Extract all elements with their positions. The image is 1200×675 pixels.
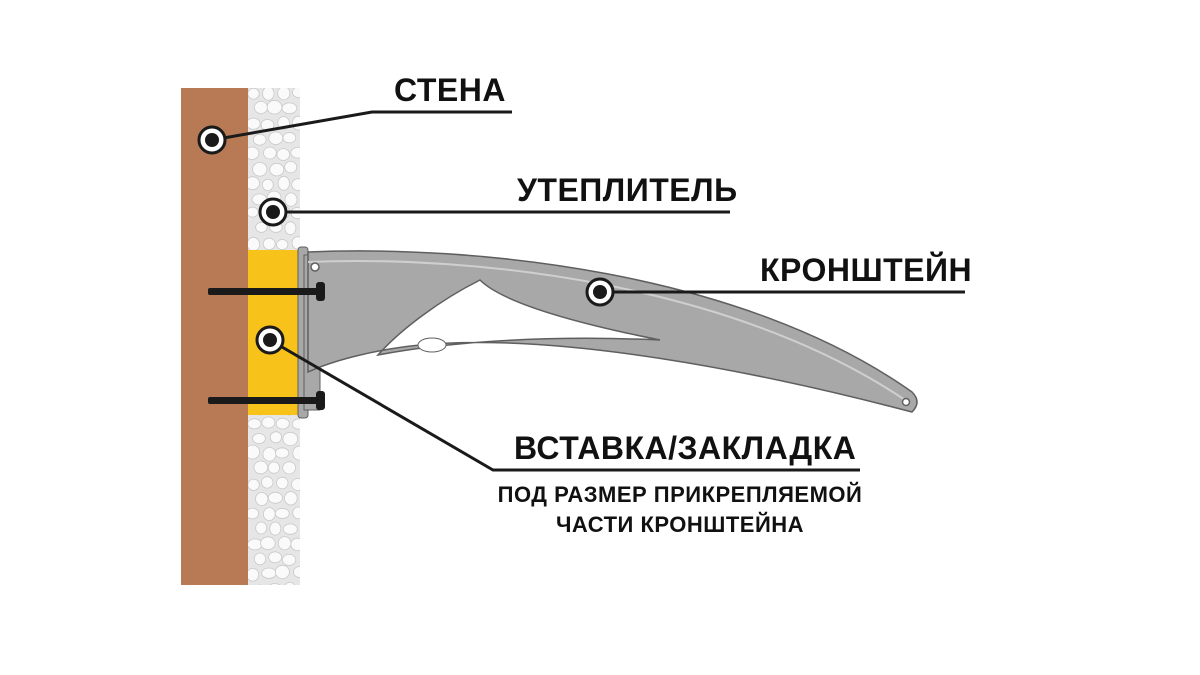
label-insert-note: ПОД РАЗМЕР ПРИКРЕПЛЯЕМОЙ ЧАСТИ КРОНШТЕЙН… xyxy=(490,480,870,540)
insulation-pebble xyxy=(281,102,298,115)
insulation-pebble xyxy=(248,206,259,218)
insulation-pebble xyxy=(269,583,281,585)
insulation-pebble xyxy=(261,416,276,429)
insulation-pebble xyxy=(261,567,277,579)
insulation-pebble xyxy=(261,178,274,191)
insulation-pebble xyxy=(267,491,283,504)
insulation-pebble xyxy=(248,418,262,430)
callout-wall xyxy=(197,110,512,155)
insulation-pebble xyxy=(284,192,298,207)
insulation-pebble xyxy=(255,221,268,233)
insulation-pebble xyxy=(281,554,297,566)
insulation-pebble xyxy=(277,88,291,101)
insulation-pebble xyxy=(282,132,297,144)
insulation-pebble xyxy=(284,221,297,236)
insulation-pebble xyxy=(263,146,277,160)
insulation-pebble xyxy=(248,478,260,491)
insulation-pebble xyxy=(255,492,269,506)
callout-insert xyxy=(255,325,860,472)
insulation-pebble xyxy=(276,239,289,251)
insulation-pebble xyxy=(268,131,284,145)
insulation-pebble xyxy=(261,476,274,489)
insulation-pebble xyxy=(248,117,261,130)
insulation-pebble xyxy=(291,478,300,491)
insulation-pebble xyxy=(266,99,283,115)
insulation-pebble xyxy=(292,506,300,520)
insulation-pebble xyxy=(269,431,282,444)
insulation-pebble xyxy=(282,461,297,475)
insulation-pebble xyxy=(293,566,300,578)
insulation-pebble xyxy=(268,551,283,564)
insulation-pebble xyxy=(269,521,282,536)
pivot-pin xyxy=(310,262,320,272)
insulation-pebble xyxy=(248,444,261,460)
anchor-bolt-bottom xyxy=(208,391,325,410)
anchor-bolts xyxy=(208,282,325,410)
insulation-pebble xyxy=(262,507,276,521)
insulation-pebble xyxy=(253,460,269,475)
insulation-pebble xyxy=(252,162,268,177)
insulation-pebble xyxy=(248,236,260,252)
insulation-pebble xyxy=(292,88,300,99)
insulation-pebble xyxy=(291,178,300,191)
label-insert-note-line2: ЧАСТИ КРОНШТЕЙНА xyxy=(555,512,805,537)
insulation-pebble xyxy=(276,148,291,161)
insulation-pebble xyxy=(248,88,260,100)
insulation-pebble xyxy=(262,88,275,101)
callout-insulation xyxy=(258,197,730,227)
callout-bracket xyxy=(585,277,965,307)
insulation-pebble xyxy=(275,417,290,430)
insulation-pebble xyxy=(255,521,268,535)
insulation-pebble xyxy=(292,445,300,461)
insulation-pebble xyxy=(260,536,276,550)
insulation-pebble xyxy=(284,161,298,174)
label-insulation: УТЕПЛИТЕЛЬ xyxy=(517,172,738,208)
insulation-pebble xyxy=(248,538,263,551)
insulation-pebble xyxy=(290,147,300,159)
insulation-pebble xyxy=(262,447,277,462)
label-bracket: КРОНШТЕЙН xyxy=(760,252,973,288)
insulation-pebble xyxy=(274,564,290,580)
insulation-pebble xyxy=(252,433,266,444)
insulation-pebble xyxy=(291,418,300,430)
bracket-web-hole xyxy=(417,337,447,353)
insulation-pebble xyxy=(253,101,268,114)
insulation-pebble xyxy=(283,491,298,506)
insulation-pebble xyxy=(252,133,267,146)
label-insert-note-line1: ПОД РАЗМЕР ПРИКРЕПЛЯЕМОЙ xyxy=(497,482,863,507)
insulation-pebble xyxy=(269,162,285,177)
insulation-pebble xyxy=(248,507,259,520)
insulation-pebble xyxy=(257,584,263,585)
insulation-pebble xyxy=(248,146,260,160)
insulation-pebble xyxy=(290,537,300,551)
insulation-pebble xyxy=(282,523,298,535)
insulation-pebble xyxy=(277,536,292,551)
insulation-pebble xyxy=(253,552,267,566)
insulation-pebble xyxy=(267,461,281,474)
label-wall: СТЕНА xyxy=(394,72,506,108)
insulation-pebble xyxy=(262,237,276,250)
insulation-pebble xyxy=(248,176,260,191)
insulation-pebble xyxy=(248,568,260,582)
insulation-pebble xyxy=(274,447,290,459)
tip-pin xyxy=(901,397,911,407)
insulation-pebble xyxy=(284,582,295,585)
anchor-bolt-top xyxy=(208,282,325,301)
insulation-pebble xyxy=(277,175,290,191)
label-insert: ВСТАВКА/ЗАКЛАДКА xyxy=(514,430,857,466)
wall xyxy=(181,88,248,585)
insulation-pebble xyxy=(276,476,289,490)
insulation-pebble xyxy=(282,431,299,447)
insulation-pebble xyxy=(274,507,290,519)
